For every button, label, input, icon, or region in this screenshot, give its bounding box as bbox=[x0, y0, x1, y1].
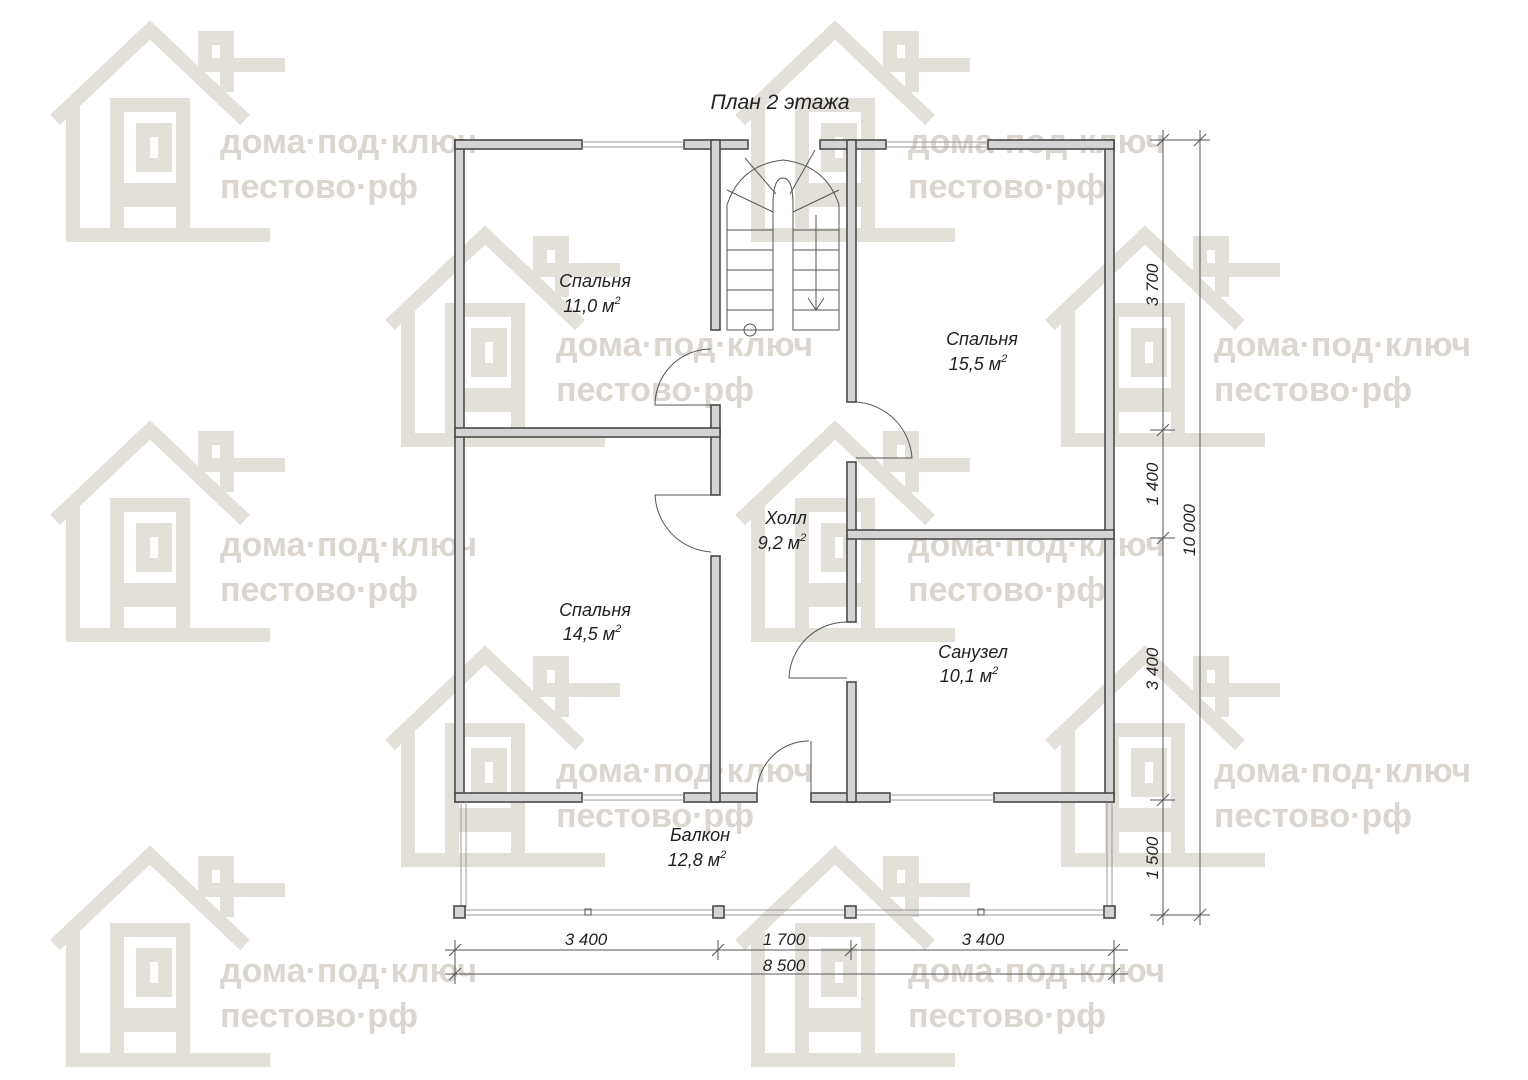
window bbox=[582, 794, 684, 801]
window bbox=[582, 141, 684, 148]
room-area: 9,2 м bbox=[758, 533, 800, 553]
area-superscript: 2 bbox=[799, 532, 806, 544]
post bbox=[844, 905, 857, 919]
door bbox=[855, 401, 913, 459]
post bbox=[712, 905, 725, 919]
wall bbox=[846, 461, 857, 623]
svg-text:10,1 м2: 10,1 м2 bbox=[940, 665, 999, 686]
wall bbox=[1104, 139, 1115, 803]
wall bbox=[710, 555, 721, 803]
watermark-line1: дома·под·ключ bbox=[220, 123, 477, 161]
room-hall: Холл 9,2 м2 bbox=[758, 508, 807, 553]
watermark-line2: пестово·рф bbox=[908, 571, 1106, 609]
room-bathroom: Санузел 10,1 м2 bbox=[938, 642, 1008, 686]
room-balcony: Балкон 12,8 м2 bbox=[668, 825, 730, 870]
wall bbox=[846, 681, 857, 803]
svg-text:15,5 м2: 15,5 м2 bbox=[949, 353, 1008, 374]
wall bbox=[454, 139, 465, 803]
area-superscript: 2 bbox=[613, 295, 620, 307]
area-superscript: 2 bbox=[1000, 353, 1007, 365]
room-name: Спальня bbox=[946, 329, 1018, 349]
watermark-line2: пестово·рф bbox=[556, 797, 754, 835]
area-superscript: 2 bbox=[719, 849, 726, 861]
svg-text:11,0 м2: 11,0 м2 bbox=[563, 295, 620, 316]
svg-text:12,8 м2: 12,8 м2 bbox=[668, 849, 727, 870]
wall bbox=[987, 139, 1115, 150]
svg-text:9,2 м2: 9,2 м2 bbox=[758, 532, 807, 553]
watermark-line2: пестово·рф bbox=[908, 168, 1106, 206]
door bbox=[654, 348, 712, 406]
room-name: Спальня bbox=[559, 271, 631, 291]
watermark-line1: дома·под·ключ bbox=[556, 326, 813, 364]
watermark-line1: дома·под·ключ bbox=[908, 952, 1165, 990]
walls bbox=[454, 139, 1115, 803]
staircase bbox=[726, 149, 840, 337]
room-name: Спальня bbox=[559, 600, 631, 620]
wall bbox=[454, 139, 583, 150]
room-area: 11,0 м bbox=[563, 296, 614, 316]
watermark-line2: пестово·рф bbox=[220, 571, 418, 609]
post bbox=[453, 905, 466, 919]
wall bbox=[454, 792, 583, 803]
room-bedroom-3: Спальня 14,5 м2 bbox=[559, 600, 631, 644]
post bbox=[1103, 905, 1116, 919]
door bbox=[654, 494, 712, 553]
room-bedroom-2: Спальня 15,5 м2 bbox=[946, 329, 1018, 374]
doors bbox=[654, 348, 913, 794]
dimension-label: 3 400 bbox=[565, 930, 608, 949]
wall bbox=[710, 139, 721, 331]
balcony-railing bbox=[453, 802, 1116, 919]
svg-text:14,5 м2: 14,5 м2 bbox=[563, 623, 622, 644]
window bbox=[886, 141, 988, 148]
area-superscript: 2 bbox=[614, 623, 621, 635]
watermark-line2: пестово·рф bbox=[220, 168, 418, 206]
watermark-line1: дома·под·ключ bbox=[220, 526, 477, 564]
room-area: 10,1 м bbox=[940, 666, 992, 686]
dimension-label: 1 400 bbox=[1143, 462, 1162, 505]
dimension-label: 3 400 bbox=[1143, 647, 1162, 690]
wall bbox=[993, 792, 1115, 803]
dimension-total: 8 500 bbox=[763, 956, 806, 975]
dimension-label: 1 700 bbox=[763, 930, 806, 949]
dimension-total: 10 000 bbox=[1180, 503, 1199, 556]
watermark-line2: пестово·рф bbox=[220, 997, 418, 1035]
door bbox=[788, 621, 848, 679]
room-name: Балкон bbox=[670, 825, 730, 845]
watermark-layer: дома·под·ключ пестово·рф дома·под·ключ п… bbox=[55, 30, 1471, 1060]
dimension-label: 3 400 bbox=[962, 930, 1005, 949]
watermark-line2: пестово·рф bbox=[1214, 797, 1412, 835]
wall bbox=[846, 529, 1115, 540]
dimension-label: 3 700 bbox=[1143, 263, 1162, 306]
room-bedroom-1: Спальня 11,0 м2 bbox=[559, 271, 631, 316]
dimension-bottom: 3 400 1 700 3 400 8 500 bbox=[445, 930, 1128, 984]
watermark-line2: пестово·рф bbox=[908, 997, 1106, 1035]
watermark-line1: дома·под·ключ bbox=[220, 952, 477, 990]
watermark-line2: пестово·рф bbox=[1214, 371, 1412, 409]
room-area: 14,5 м bbox=[563, 624, 615, 644]
watermark-line1: дома·под·ключ bbox=[556, 752, 813, 790]
room-name: Холл bbox=[764, 508, 807, 528]
wall bbox=[454, 427, 721, 438]
plan-title: План 2 этажа bbox=[710, 91, 849, 114]
window bbox=[890, 794, 994, 801]
area-superscript: 2 bbox=[991, 665, 998, 677]
watermark-line1: дома·под·ключ bbox=[1214, 752, 1471, 790]
door bbox=[756, 740, 812, 794]
wall bbox=[846, 139, 857, 403]
windows bbox=[582, 141, 994, 801]
dimension-label: 1 500 bbox=[1143, 836, 1162, 879]
wall bbox=[710, 404, 721, 496]
watermark-line1: дома·под·ключ bbox=[1214, 326, 1471, 364]
room-area: 12,8 м bbox=[668, 850, 720, 870]
room-area: 15,5 м bbox=[949, 354, 1001, 374]
dimension-right: 3 700 1 400 3 400 1 500 10 000 bbox=[1143, 130, 1210, 925]
room-name: Санузел bbox=[938, 642, 1008, 662]
